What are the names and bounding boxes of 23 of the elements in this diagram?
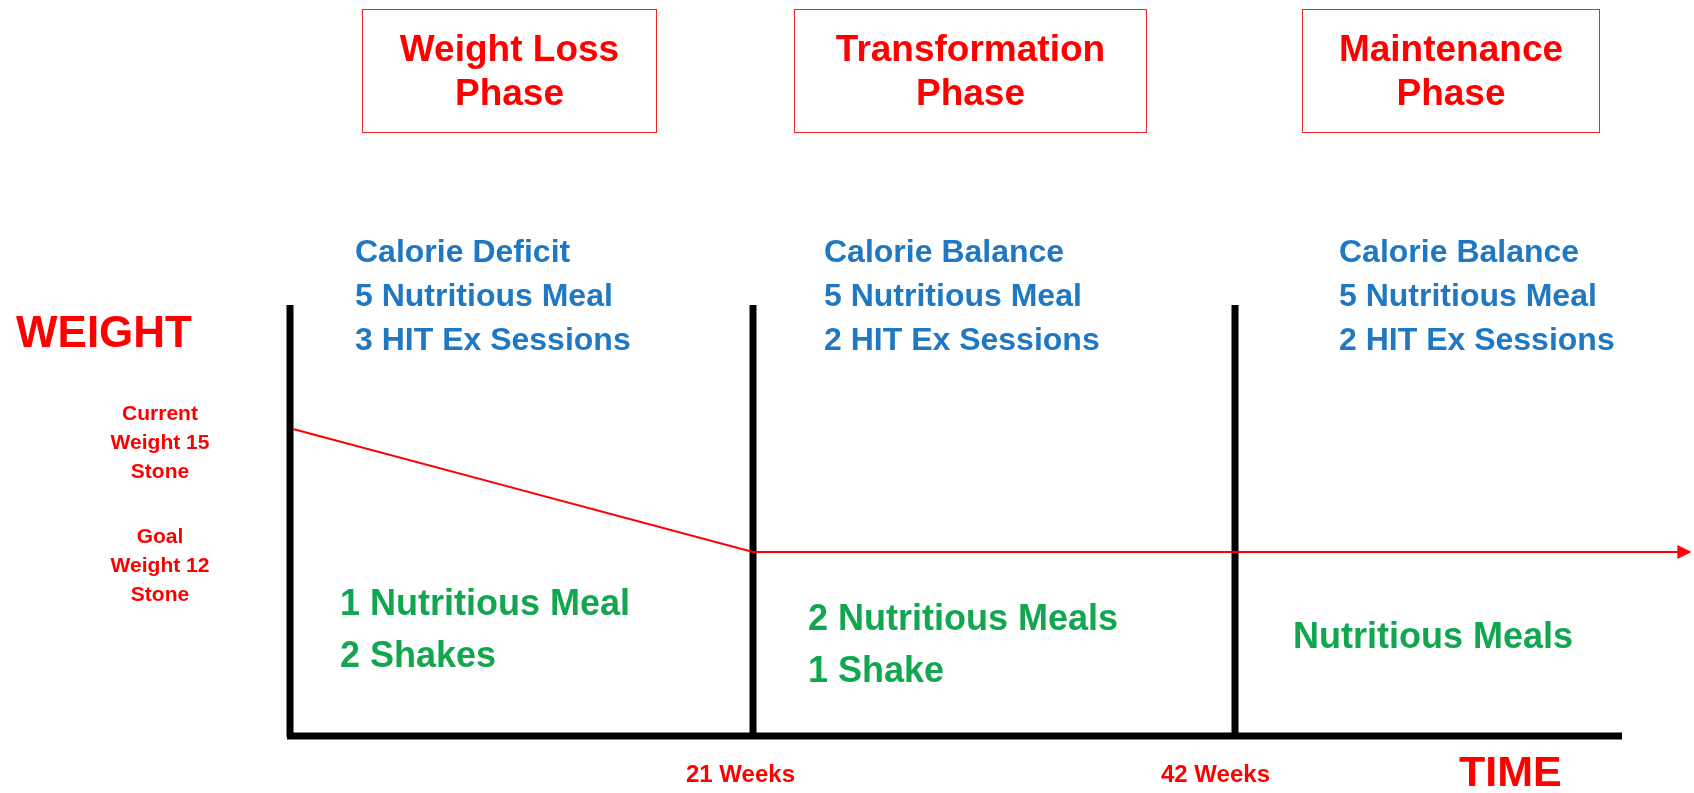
diet-note: 5 Nutritious Meal [1339,277,1597,314]
diet-note: 2 HIT Ex Sessions [1339,321,1615,358]
meal-plan-note: 2 Nutritious Meals [808,597,1119,639]
diet-note: Calorie Balance [824,233,1065,270]
axis-tick-label: 21 Weeks [686,760,795,788]
meal-plan-note: 2 Shakes [340,634,497,676]
diet-note: 3 HIT Ex Sessions [355,321,631,358]
weight-note: Goal Weight 12 Stone [109,523,211,607]
axis-title: WEIGHT [16,307,192,358]
phase-box: Weight Loss Phase [362,9,657,133]
axis-title: TIME [1459,747,1562,793]
phase-box: Transformation Phase [794,9,1147,133]
meal-plan-note: 1 Shake [808,649,945,691]
meal-plan-note: 1 Nutritious Meal [340,582,631,624]
phase-box: Maintenance Phase [1302,9,1600,133]
diet-note: Calorie Balance [1339,233,1580,270]
diet-note: 5 Nutritious Meal [355,277,613,314]
axis-tick-label: 42 Weeks [1161,760,1270,788]
diet-note: 5 Nutritious Meal [824,277,1082,314]
diet-note: 2 HIT Ex Sessions [824,321,1100,358]
weight-note: Current Weight 15 Stone [109,400,211,484]
diet-note: Calorie Deficit [355,233,571,270]
meal-plan-note: Nutritious Meals [1293,615,1574,657]
